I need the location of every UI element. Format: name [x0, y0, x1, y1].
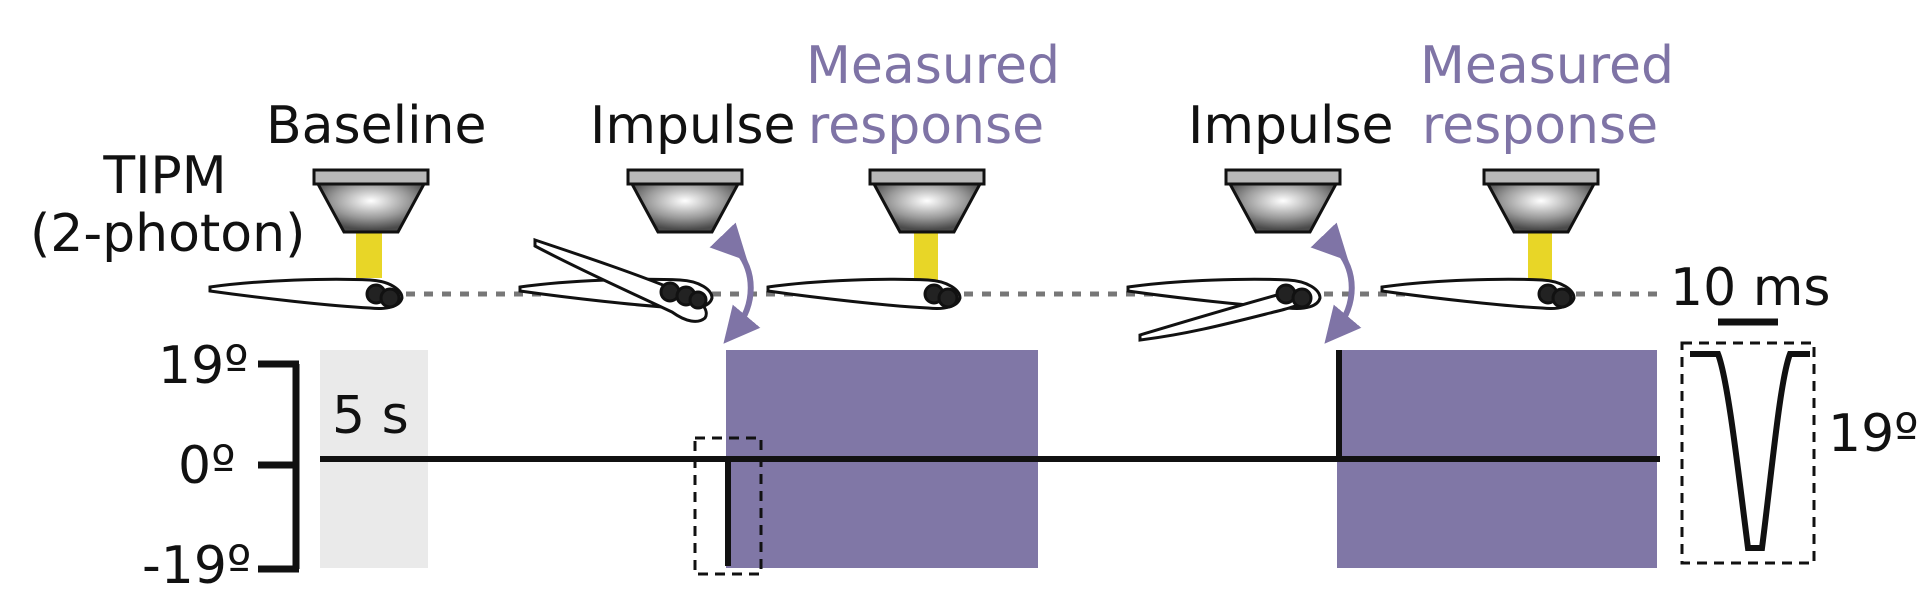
stage-label-impulse-2: Impulse	[1188, 96, 1394, 156]
inset-time-scale-label: 10 ms	[1670, 258, 1831, 318]
fish-impulse-2	[1126, 277, 1322, 342]
axis-label-top: 19º	[158, 336, 249, 396]
fish-impulse-1	[518, 237, 714, 323]
measured-line-1: Measured	[806, 36, 1061, 96]
stage-label-baseline: Baseline	[266, 96, 487, 156]
baseline-duration-label: 5 s	[332, 386, 409, 446]
objective-impulse-1	[626, 168, 744, 234]
objective-measured-2	[1482, 168, 1600, 280]
inset-amplitude-label: 19º	[1828, 404, 1919, 464]
fish-baseline	[208, 277, 404, 310]
axis-label-bottom: -19º	[142, 536, 252, 596]
inset-box	[1680, 341, 1816, 565]
method-label: TIPM (2-photon)	[30, 146, 306, 264]
inset-trace	[1690, 351, 1810, 551]
stage-label-impulse-1: Impulse	[590, 96, 796, 156]
rotation-arrow-icon	[709, 222, 761, 344]
axis-label-zero: 0º	[178, 436, 236, 496]
objective-baseline	[312, 168, 430, 278]
stage-label-measured-1: Measured response	[806, 36, 1061, 156]
measured-line-2: response	[1421, 96, 1659, 156]
fish-measured-1	[766, 277, 962, 310]
rotation-arrow-icon	[1310, 222, 1362, 344]
method-line-2: (2-photon)	[30, 204, 306, 264]
fish-measured-2	[1380, 277, 1576, 310]
method-line-1: TIPM	[103, 146, 227, 206]
stimulus-trace	[320, 350, 1660, 566]
measured-line-1: Measured	[1420, 36, 1675, 96]
objective-measured-1	[868, 168, 986, 280]
angle-axis	[258, 360, 300, 573]
measured-line-2: response	[807, 96, 1045, 156]
objective-impulse-2	[1224, 168, 1342, 234]
stage-label-measured-2: Measured response	[1420, 36, 1675, 156]
